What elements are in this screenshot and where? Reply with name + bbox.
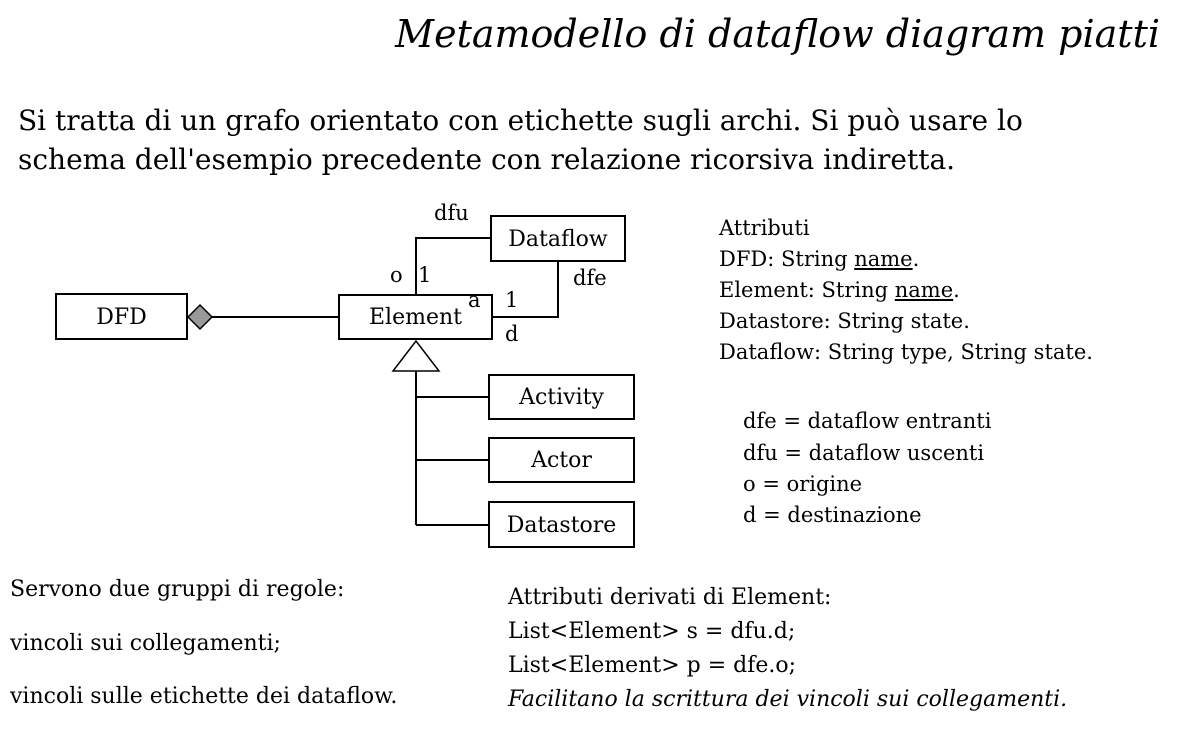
generalization-triangle-icon (391, 339, 441, 372)
intro-line-1: Si tratta di un grafo orientato con etic… (18, 104, 1023, 137)
dfu-association-line (415, 237, 490, 295)
attribute-suffix: . (953, 278, 960, 302)
legend-dfe: dfe = dataflow entranti (743, 409, 992, 433)
uml-class-diagram: DFD Element Dataflow Activity Actor Data… (55, 201, 635, 548)
class-element-label: Element (369, 305, 462, 330)
role-label-dfu: dfu (434, 201, 469, 225)
rule-labels: vincoli sulle etichette dei dataflow. (10, 684, 398, 709)
attribute-text: Element: String (719, 278, 895, 302)
legend-o: o = origine (743, 472, 863, 496)
rules-heading: Servono due gruppi di regole: (10, 577, 345, 602)
class-actor-label: Actor (530, 448, 592, 473)
aggregation-diamond-icon (186, 303, 214, 331)
rule-links: vincoli sui collegamenti; (10, 631, 281, 656)
attribute-key: name (854, 247, 913, 271)
class-element: Element (338, 294, 493, 340)
attribute-text: DFD: String (719, 247, 855, 271)
role-label-o: o (390, 263, 403, 287)
intro-line-2: schema dell'esempio precedente con relaz… (18, 143, 956, 176)
legend-d: d = destinazione (743, 503, 922, 527)
multiplicity-o: 1 (418, 263, 431, 287)
multiplicity-d: 1 (505, 288, 518, 312)
attribute-line-datastore: Datastore: String state. (719, 309, 970, 333)
page-title: Metamodello di dataflow diagram piatti (395, 12, 1160, 56)
derived-heading: Attributi derivati di Element: (508, 585, 832, 610)
class-activity-label: Activity (518, 385, 604, 410)
attribute-key: name (894, 278, 954, 302)
role-label-d: d (505, 322, 518, 346)
class-dataflow: Dataflow (490, 215, 626, 262)
derived-line-s: List<Element> s = dfu.d; (508, 619, 796, 644)
class-activity: Activity (488, 374, 635, 420)
class-datastore-label: Datastore (507, 513, 617, 538)
legend-dfu: dfu = dataflow uscenti (743, 441, 985, 465)
class-actor: Actor (488, 437, 635, 483)
class-dfd: DFD (55, 293, 188, 340)
attribute-line-dataflow: Dataflow: String type, String state. (719, 340, 1093, 364)
derived-line-p: List<Element> p = dfe.o; (508, 653, 797, 678)
attributes-heading: Attributi (719, 216, 810, 240)
class-dataflow-label: Dataflow (508, 227, 608, 252)
role-label-a: a (468, 288, 481, 312)
dfe-association-line (492, 261, 559, 318)
class-dfd-label: DFD (96, 305, 147, 330)
role-label-dfe: dfe (573, 266, 607, 290)
derived-note: Facilitano la scrittura dei vincoli sui … (508, 687, 1068, 712)
attribute-line-dfd: DFD: String name. (719, 247, 919, 271)
class-datastore: Datastore (488, 501, 635, 548)
attribute-line-element: Element: String name. (719, 278, 960, 302)
attribute-suffix: . (912, 247, 920, 271)
